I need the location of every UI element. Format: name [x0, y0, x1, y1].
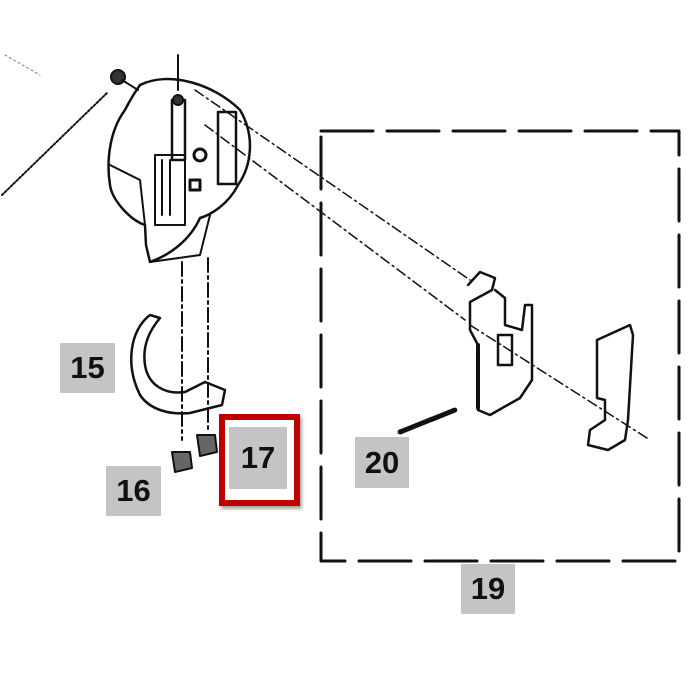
part-label-16: 16	[106, 466, 161, 516]
part-label-17: 17	[229, 427, 287, 489]
top-screw-icon	[110, 69, 139, 91]
part-label-19: 19	[461, 564, 515, 614]
latch-part	[466, 270, 534, 417]
leader-line	[1, 91, 109, 196]
highlight-box-17	[219, 414, 300, 506]
hook-housing-part	[107, 77, 252, 264]
part-label-20: 20	[355, 437, 409, 488]
screw-17-icon	[196, 434, 218, 457]
small-plate-part	[586, 323, 635, 452]
curved-bracket-part	[130, 313, 227, 415]
assembly-19-box	[319, 129, 681, 563]
screw-16-icon	[171, 451, 193, 473]
pin-20-part	[397, 407, 458, 435]
part-label-15: 15	[60, 343, 115, 393]
